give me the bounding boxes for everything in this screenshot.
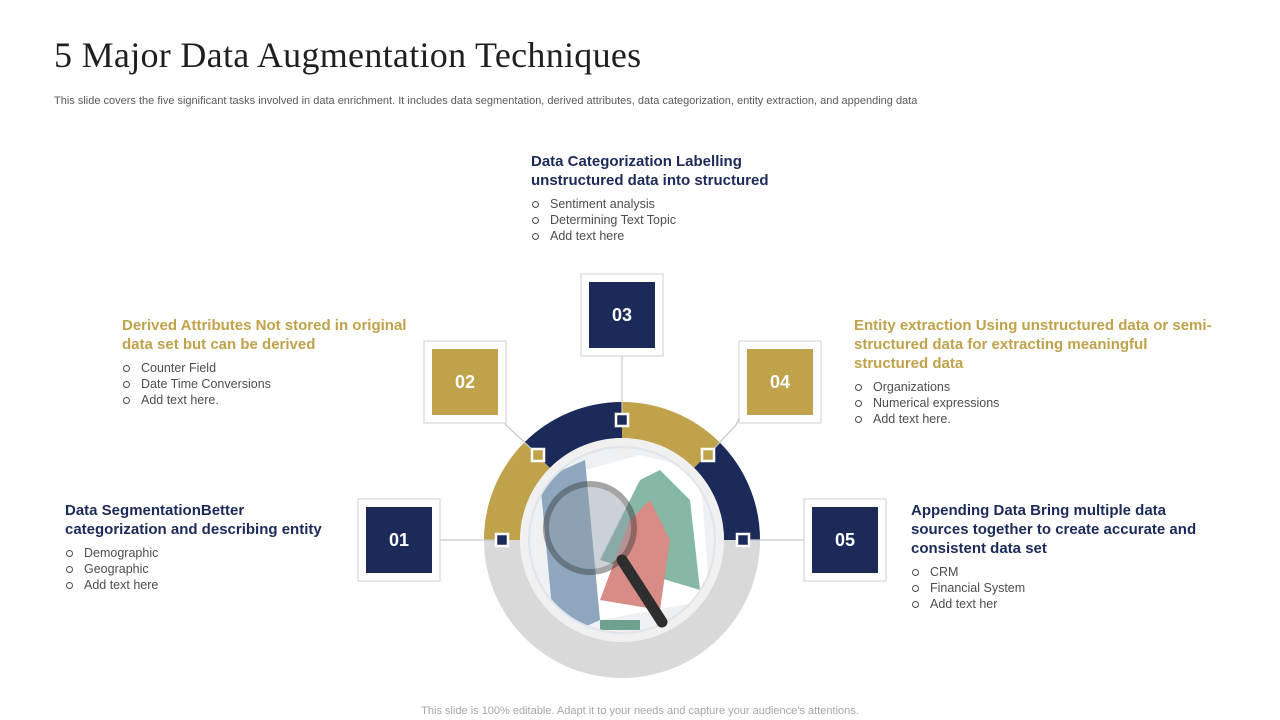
- list-item: Determining Text Topic: [531, 212, 806, 228]
- list-item: Organizations: [854, 379, 1224, 395]
- step-01-heading: Data SegmentationBetter categorization a…: [65, 502, 322, 538]
- arc-segment-03: [622, 401, 720, 468]
- list-item: Sentiment analysis: [531, 196, 806, 212]
- list-item: Add text here: [65, 577, 350, 593]
- step-01-bullets: Demographic Geographic Add text here: [65, 545, 350, 593]
- slide-footer: This slide is 100% editable. Adapt it to…: [421, 705, 859, 717]
- step-02-heading: Derived Attributes Not stored in origina…: [122, 317, 407, 353]
- list-item: Numerical expressions: [854, 395, 1224, 411]
- number-tile-05-label: 05: [835, 530, 855, 550]
- list-item: Geographic: [65, 561, 350, 577]
- step-02-bullets: Counter Field Date Time Conversions Add …: [122, 360, 407, 408]
- step-03-heading: Data Categorization Labelling unstructur…: [531, 153, 769, 189]
- number-tile-03-label: 03: [612, 305, 632, 325]
- step-04-bullets: Organizations Numerical expressions Add …: [854, 379, 1224, 427]
- list-item: Add text her: [911, 596, 1201, 612]
- number-tile-01: 01: [357, 498, 441, 582]
- step-03-block: Data Categorization Labelling unstructur…: [531, 152, 806, 244]
- arc-segment-01: [484, 442, 550, 540]
- list-item: Counter Field: [122, 360, 407, 376]
- step-05-block: Appending Data Bring multiple data sourc…: [911, 501, 1201, 612]
- arc-segment-04: [694, 442, 760, 540]
- step-05-heading: Appending Data Bring multiple data sourc…: [911, 502, 1197, 557]
- step-02-block: Derived Attributes Not stored in origina…: [122, 316, 407, 408]
- number-tile-04-label: 04: [770, 372, 790, 392]
- slide-subtitle: This slide covers the five significant t…: [54, 95, 918, 107]
- list-item: Add text here: [531, 228, 806, 244]
- slide-title: 5 Major Data Augmentation Techniques: [54, 35, 642, 75]
- list-item: Date Time Conversions: [122, 376, 407, 392]
- number-tile-04: 04: [738, 340, 822, 424]
- number-tile-02: 02: [423, 340, 507, 424]
- list-item: Financial System: [911, 580, 1201, 596]
- list-item: Add text here.: [122, 392, 407, 408]
- step-04-heading: Entity extraction Using unstructured dat…: [854, 317, 1212, 372]
- step-04-block: Entity extraction Using unstructured dat…: [854, 316, 1224, 427]
- number-tile-02-label: 02: [455, 372, 475, 392]
- list-item: Demographic: [65, 545, 350, 561]
- number-tile-01-label: 01: [389, 530, 409, 550]
- number-tile-03: 03: [580, 273, 664, 357]
- list-item: CRM: [911, 564, 1201, 580]
- step-05-bullets: CRM Financial System Add text her: [911, 564, 1201, 612]
- list-item: Add text here.: [854, 411, 1224, 427]
- arc-segment-02: [524, 401, 622, 468]
- magnifying-glass-over-chart-icon: [530, 448, 714, 632]
- number-tile-05: 05: [803, 498, 887, 582]
- step-01-block: Data SegmentationBetter categorization a…: [65, 501, 350, 593]
- step-03-bullets: Sentiment analysis Determining Text Topi…: [531, 196, 806, 244]
